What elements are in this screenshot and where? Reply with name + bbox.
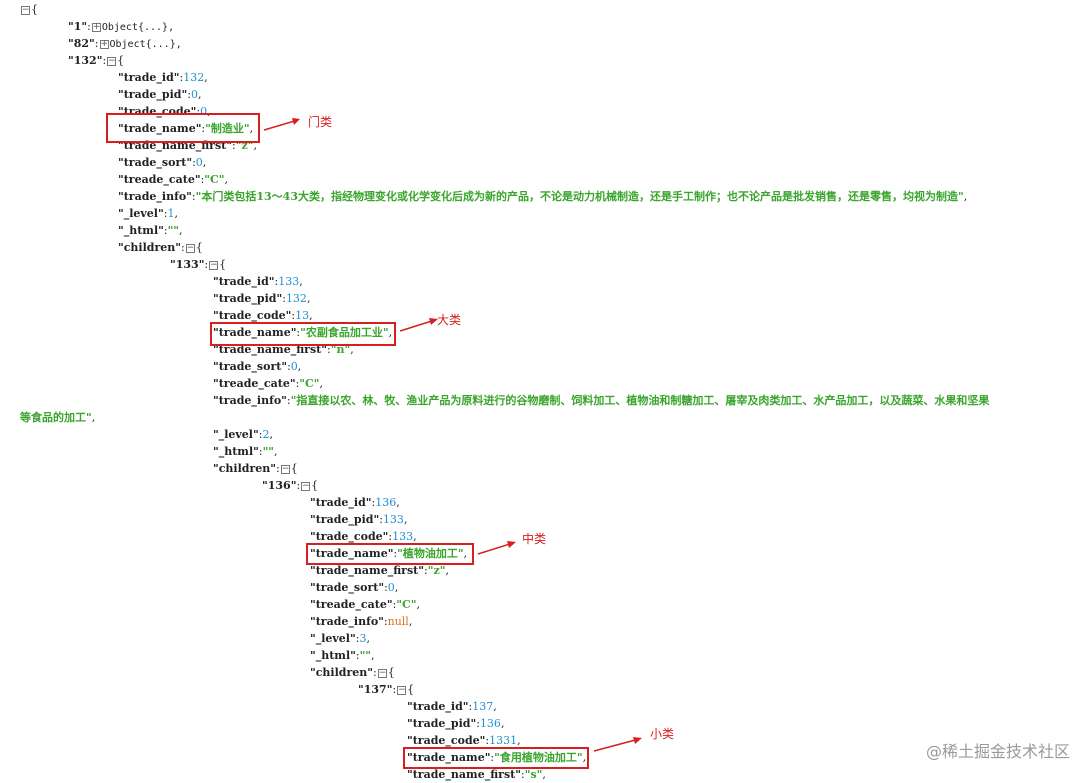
collapse-toggle[interactable]: −	[21, 4, 30, 15]
annotation-xiaolei: 小类	[650, 727, 675, 741]
highlight-box-dalei	[210, 322, 396, 346]
collapse-toggle[interactable]: −	[397, 684, 407, 695]
node-1-line: "1":+Object{...},	[68, 20, 175, 33]
node-82-line: "82":+Object{...},	[68, 37, 182, 50]
node-133-line: "133":−{	[170, 258, 227, 271]
annotation-menlei: 门类	[308, 115, 333, 129]
l2-trade-code: "trade_code":13,	[213, 309, 313, 322]
collapse-toggle[interactable]: −	[280, 463, 290, 474]
l2-level: "_level":2,	[213, 428, 273, 441]
l2-trade-name: "trade_name":"农副食品加工业",	[213, 326, 393, 339]
l4-trade-name-first: "trade_name_first":"s",	[407, 768, 546, 781]
arrow-icon	[593, 737, 642, 752]
highlight-box-menlei	[106, 113, 260, 143]
l1-trade-id: "trade_id":132,	[118, 71, 208, 84]
node-137-line: "137":−{	[358, 683, 415, 696]
l3-children: "children":−{	[310, 666, 395, 679]
root-line: −{	[21, 3, 38, 16]
node-132-line: "132":−{	[68, 54, 125, 67]
collapse-toggle[interactable]: −	[301, 480, 311, 491]
collapse-toggle[interactable]: −	[107, 55, 117, 66]
l3-trade-id: "trade_id":136,	[310, 496, 400, 509]
l3-html: "_html":"",	[310, 649, 375, 662]
l3-trade-info: "trade_info":null,	[310, 615, 413, 628]
l1-children: "children":−{	[118, 241, 203, 254]
l2-treade-cate: "treade_cate":"C",	[213, 377, 323, 390]
l3-trade-name-first: "trade_name_first":"z",	[310, 564, 449, 577]
l1-level: "_level":1,	[118, 207, 178, 220]
l1-treade-cate: "treade_cate":"C",	[118, 173, 228, 186]
l2-trade-info-wrap: 等食品的加工",	[20, 411, 96, 424]
l2-trade-name-first: "trade_name_first":"n",	[213, 343, 354, 356]
watermark: @稀土掘金技术社区	[925, 742, 1070, 761]
l3-trade-pid: "trade_pid":133,	[310, 513, 408, 526]
l4-trade-code: "trade_code":1331,	[407, 734, 521, 747]
highlight-box-zhonglei	[306, 543, 474, 565]
arrow-icon	[263, 118, 300, 131]
l1-trade-sort: "trade_sort":0,	[118, 156, 207, 169]
l3-trade-code: "trade_code":133,	[310, 530, 417, 543]
annotation-zhonglei: 中类	[522, 532, 547, 546]
l3-trade-name: "trade_name":"植物油加工",	[310, 547, 468, 560]
l3-treade-cate: "treade_cate":"C",	[310, 598, 420, 611]
l1-trade-pid: "trade_pid":0,	[118, 88, 202, 101]
l2-children: "children":−{	[213, 462, 298, 475]
l4-trade-id: "trade_id":137,	[407, 700, 497, 713]
l2-trade-sort: "trade_sort":0,	[213, 360, 302, 373]
annotation-dalei: 大类	[437, 313, 462, 327]
l1-html: "_html":"",	[118, 224, 183, 237]
l3-level: "_level":3,	[310, 632, 370, 645]
l1-trade-info: "trade_info":"本门类包括13～43大类，指经物理变化或化学变化后成…	[118, 190, 968, 203]
l4-trade-pid: "trade_pid":136,	[407, 717, 505, 730]
collapse-toggle[interactable]: −	[185, 242, 195, 253]
l2-trade-info: "trade_info":"指直接以农、林、牧、渔业产品为原料进行的谷物磨制、饲…	[213, 394, 990, 407]
l2-trade-pid: "trade_pid":132,	[213, 292, 311, 305]
l2-trade-id: "trade_id":133,	[213, 275, 303, 288]
l2-html: "_html":"",	[213, 445, 278, 458]
arrow-icon	[477, 541, 516, 555]
expand-toggle[interactable]: +	[99, 38, 109, 49]
l3-trade-sort: "trade_sort":0,	[310, 581, 399, 594]
l1-trade-name: "trade_name":"制造业",	[118, 122, 254, 135]
collapse-toggle[interactable]: −	[377, 667, 387, 678]
node-136-line: "136":−{	[262, 479, 319, 492]
l4-trade-name: "trade_name":"食用植物油加工",	[407, 751, 587, 764]
collapse-toggle[interactable]: −	[209, 259, 219, 270]
arrow-icon	[399, 318, 438, 332]
expand-toggle[interactable]: +	[91, 21, 101, 32]
highlight-box-xiaolei	[403, 747, 589, 769]
